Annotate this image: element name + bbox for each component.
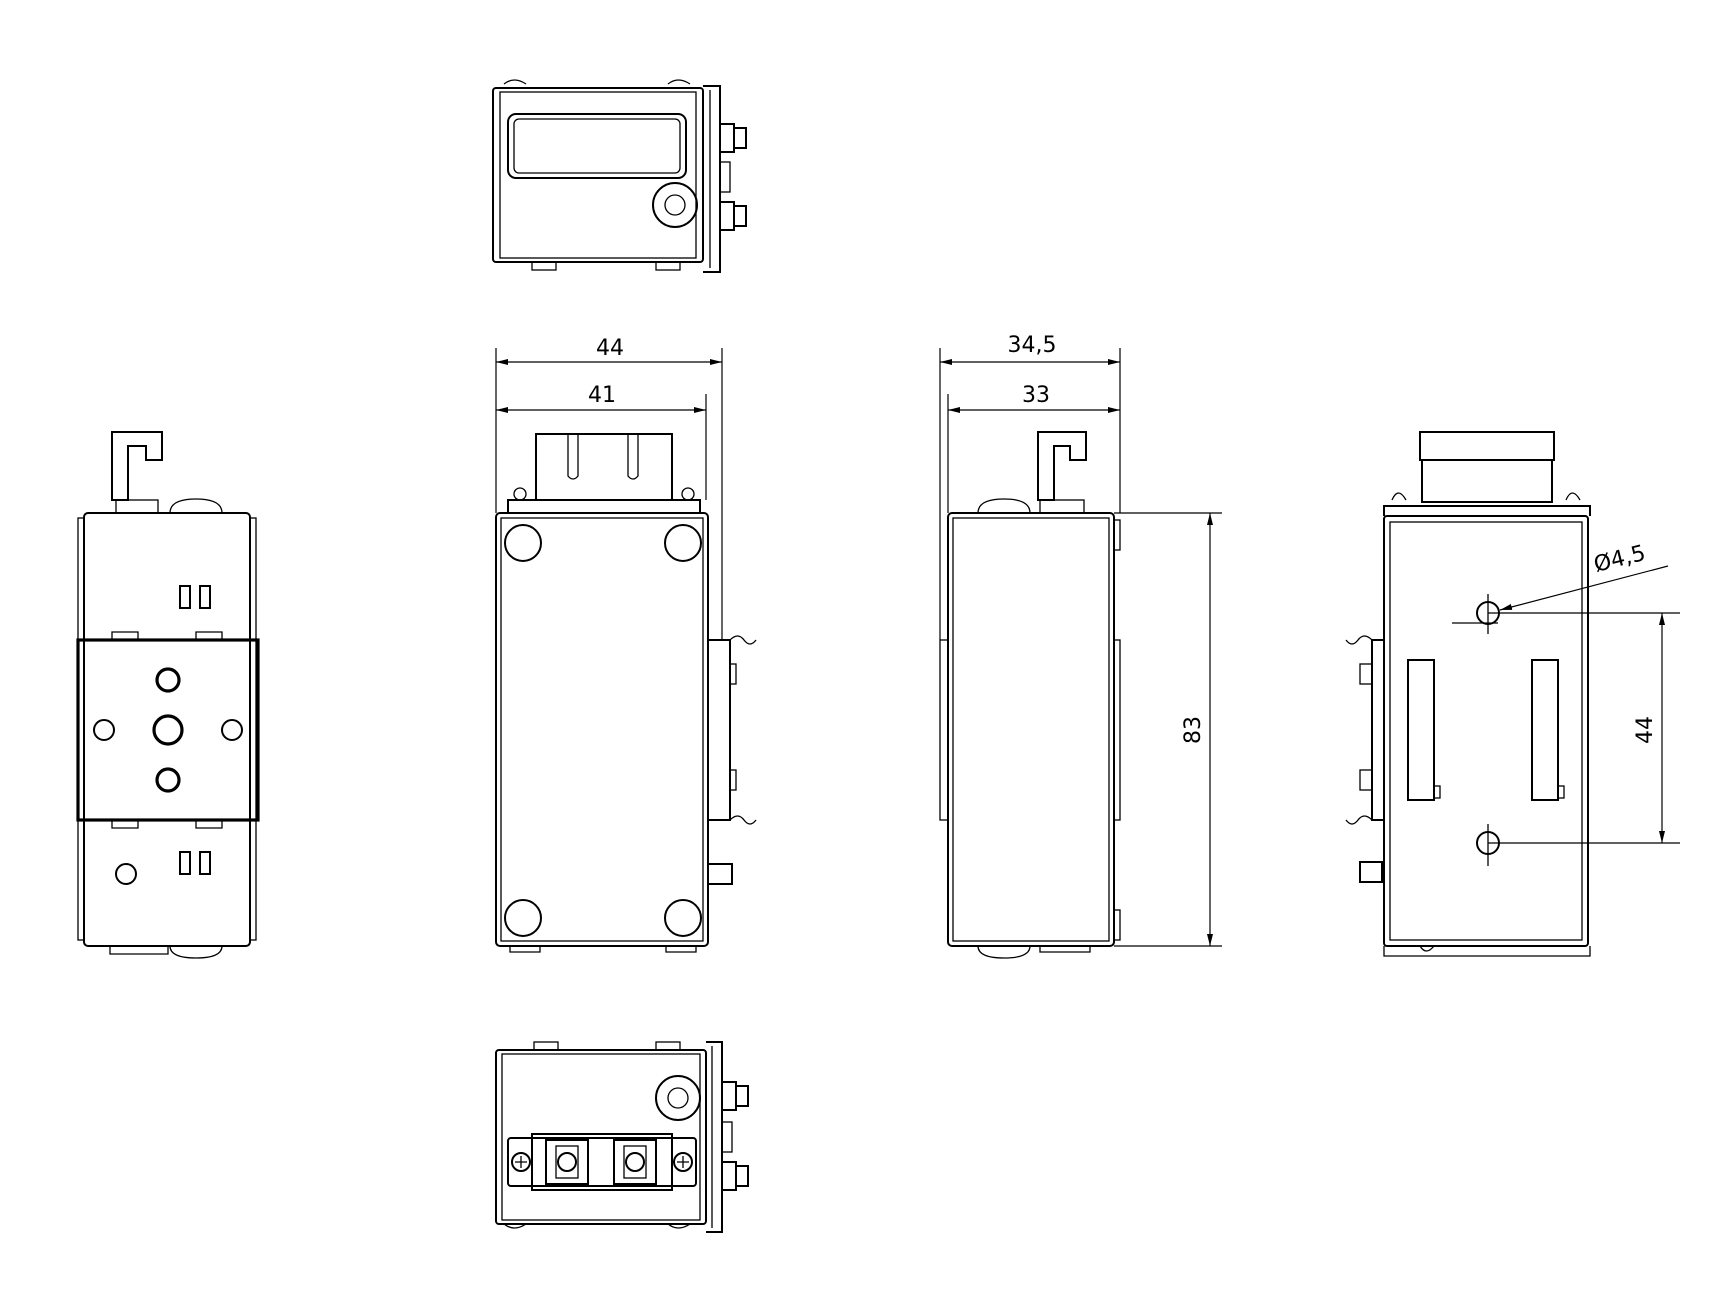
rear-view xyxy=(1345,431,1591,957)
fiber-port-1 xyxy=(545,1139,589,1185)
dim-hole-diameter: Ø4,5 xyxy=(1591,541,1648,578)
dim-height: 83 xyxy=(1181,716,1206,744)
bottom-view xyxy=(495,1041,749,1233)
dim-width-overall: 44 xyxy=(596,336,624,361)
screw-icon xyxy=(511,1152,531,1172)
label-window xyxy=(507,113,687,179)
side-view xyxy=(939,431,1121,959)
dimension-labels: 44 41 34,5 33 83 44 Ø4,5 xyxy=(588,333,1658,744)
dimension-lines xyxy=(495,348,1680,947)
sc-duplex-coupler-flange xyxy=(507,1137,697,1187)
front-view xyxy=(495,433,757,953)
dim-hole-spacing: 44 xyxy=(1633,716,1658,744)
dim-depth-overall: 34,5 xyxy=(1008,333,1057,358)
top-view xyxy=(492,79,747,273)
left-view xyxy=(76,431,260,959)
screw-icon xyxy=(673,1152,693,1172)
fixing-eyelet xyxy=(652,182,698,228)
dim-depth-body: 33 xyxy=(1022,383,1050,408)
din-clip-plate xyxy=(76,638,260,822)
dim-width-body: 41 xyxy=(588,383,616,408)
fiber-port-2 xyxy=(613,1139,657,1185)
